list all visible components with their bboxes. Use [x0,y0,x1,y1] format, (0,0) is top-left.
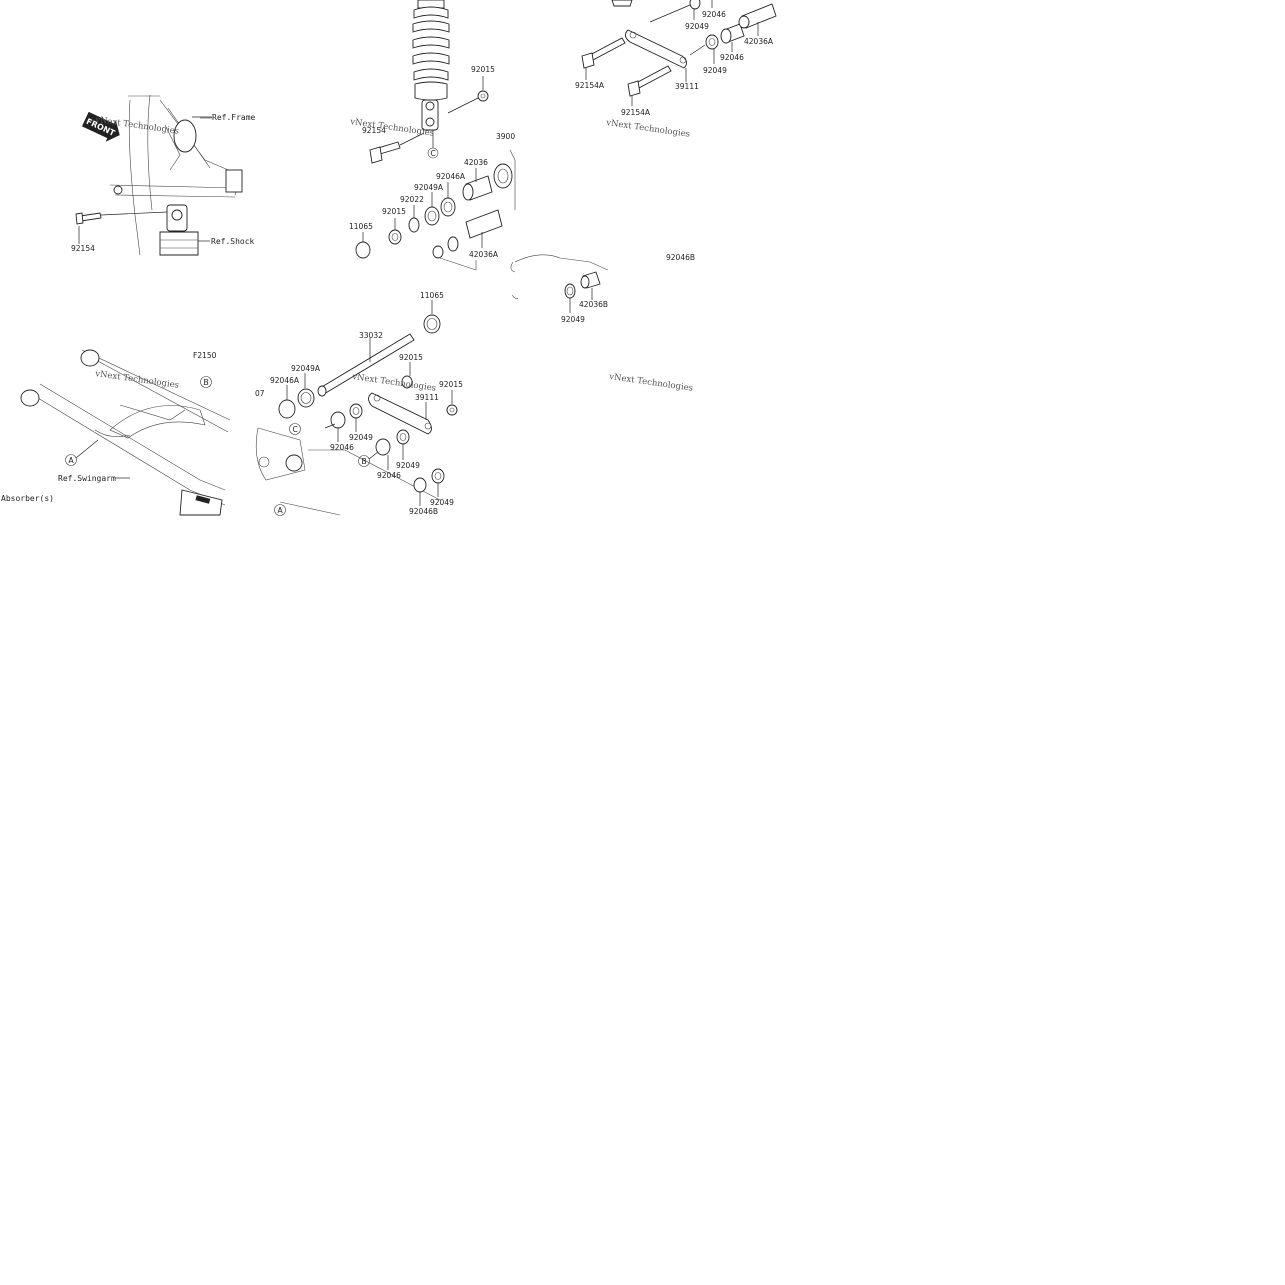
part-92049-tr1: 92049 [685,22,709,31]
ref-swingarm-label: Ref.Swingarm [58,474,116,483]
part-07: 07 [255,389,265,398]
part-42036B: 42036B [579,300,608,309]
callout-c-linkage: C [289,423,301,435]
shock-absorber-spring [412,0,450,131]
callout-a-swingarm: A [65,439,99,466]
svg-text:B: B [362,457,367,466]
bushing-stack-mid [355,149,516,271]
part-92154-mid: 92154 [362,126,386,135]
part-39111-tr: 39111 [675,82,699,91]
ref-shock-label: Ref.Shock [211,237,255,246]
part-11065-1: 11065 [349,222,373,231]
part-92049A-1: 92049A [414,183,444,192]
part-92046B-r: 92046B [666,253,695,262]
part-92046-b1: 92046 [330,443,354,452]
part-92046-b2: 92046 [377,471,401,480]
part-42036: 42036 [464,158,488,167]
part-92049-b3: 92049 [430,498,454,507]
svg-text:A: A [278,506,284,515]
part-92049-tr2: 92049 [703,66,727,75]
watermark-6: vNext Technologies [608,372,694,394]
tie-rod-top-right [581,0,777,106]
shock-top-left [159,204,199,256]
part-92154A-2: 92154A [621,108,651,117]
part-92046A-1: 92046A [436,172,466,181]
callout-a-linkage: A [274,504,286,516]
callout-c-top: C [427,130,439,159]
part-92015-top: 92015 [471,65,495,74]
part-92015-b2: 92015 [439,380,463,389]
frame-assembly [109,94,243,256]
part-92046-tr2: 92046 [720,53,744,62]
part-42036A-tr: 42036A [744,37,774,46]
bushing-right-group [510,254,609,313]
watermark-3: vNext Technologies [605,118,691,140]
diagram-code: F2150 [193,351,217,360]
part-92154-left: 92154 [71,244,95,253]
part-39111-b: 39111 [415,393,439,402]
part-11065-2: 11065 [420,291,444,300]
nut-92015-top [447,76,489,114]
part-92049-b1: 92049 [349,433,373,442]
svg-text:A: A [69,456,75,465]
part-92015-b1: 92015 [399,353,423,362]
watermark-5: vNext Technologies [351,372,437,394]
ref-frame-label: Ref.Frame [212,113,256,122]
ref-shock-cont-label: Absorber(s) [1,494,54,503]
part-3900: 3900 [496,132,515,141]
linkage-assembly [255,300,458,516]
part-92049-b2: 92049 [396,461,420,470]
svg-text:B: B [204,378,209,387]
svg-text:C: C [293,425,298,434]
callout-b-linkage: B [358,451,379,467]
part-92049-r: 92049 [561,315,585,324]
callout-b-swingarm: B [200,376,212,388]
part-92046B-b: 92046B [409,507,438,516]
part-33032: 33032 [359,331,383,340]
part-42036A-mid: 42036A [469,250,499,259]
bolt-92154-left [75,211,168,244]
watermark-4: vNext Technologies [94,369,180,391]
part-92015-mid: 92015 [382,207,406,216]
bolt-92154-mid [369,132,425,164]
part-92154A-1: 92154A [575,81,605,90]
part-92049A-2: 92049A [291,364,321,373]
svg-text:C: C [431,149,436,158]
part-92022: 92022 [400,195,424,204]
part-92046-tr1: 92046 [702,10,726,19]
part-92046A-2: 92046A [270,376,300,385]
swingarm [20,349,231,516]
